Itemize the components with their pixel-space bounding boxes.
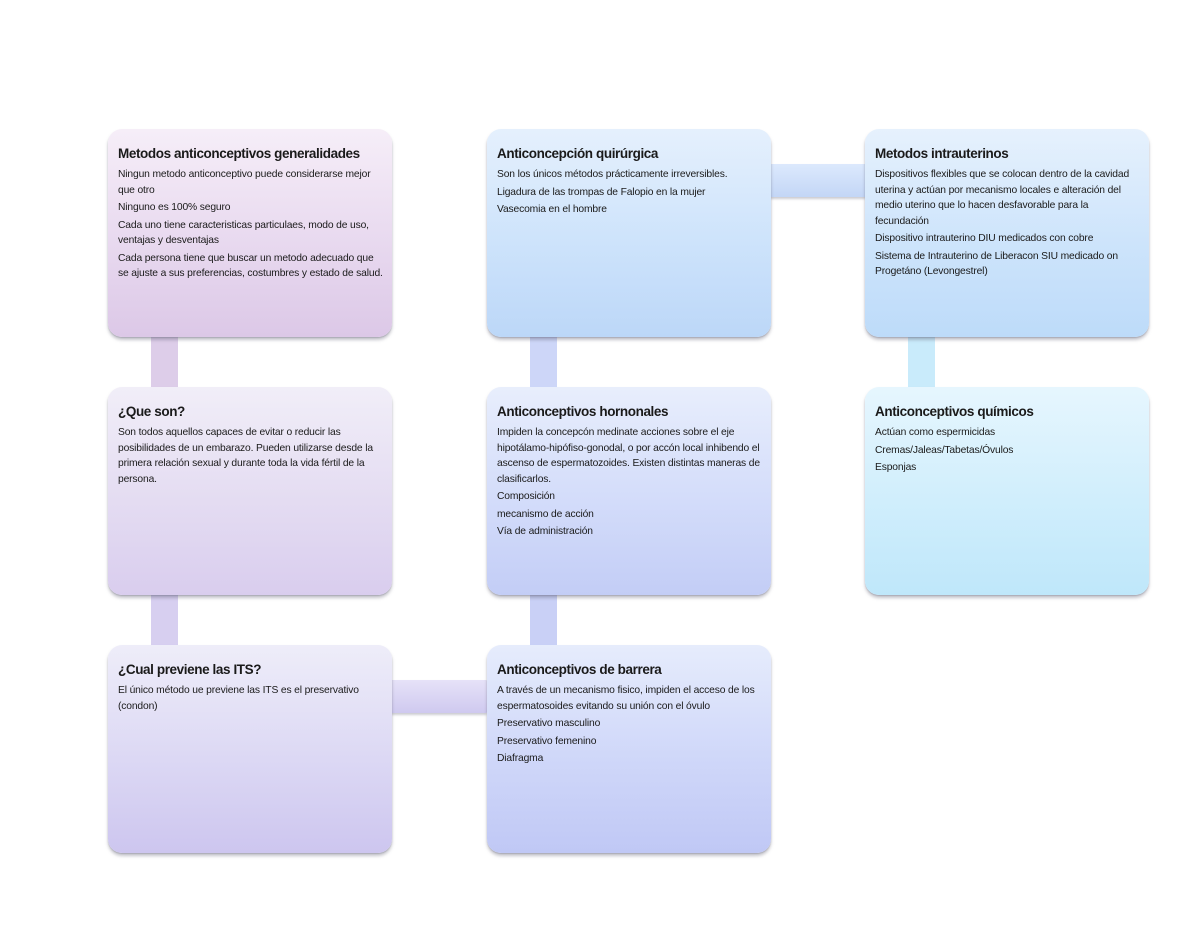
connector-hormonales-barrera bbox=[530, 594, 557, 646]
card-line: Esponjas bbox=[875, 462, 917, 473]
card-title: Metodos anticonceptivos generalidades bbox=[118, 146, 360, 161]
connector-intrauterinos-quimicos bbox=[908, 336, 935, 388]
card-hormonales: Anticonceptivos hornonales Impiden la co… bbox=[487, 387, 771, 595]
card-lines: A través de un mecanismo fisico, impiden… bbox=[497, 683, 762, 767]
card-quimicos: Anticonceptivos químicos Actúan como esp… bbox=[865, 387, 1149, 595]
connector-que-son-cual-previene bbox=[151, 594, 178, 646]
card-line: Sistema de Intrauterino de Liberacon SIU… bbox=[875, 250, 1118, 278]
card-title: Anticoncepción quirúrgica bbox=[497, 146, 659, 161]
card-que-son: ¿Que son? Son todos aquellos capaces de … bbox=[108, 387, 392, 595]
card-line: mecanismo de acción bbox=[497, 508, 594, 520]
card-title: Anticonceptivos químicos bbox=[875, 404, 1034, 419]
card-line: Son los únicos métodos prácticamente irr… bbox=[497, 169, 728, 180]
card-title: Anticonceptivos hornonales bbox=[497, 404, 669, 419]
card-lines: Dispositivos flexibles que se colocan de… bbox=[875, 167, 1140, 280]
card-line: Diafragma bbox=[497, 753, 544, 764]
card-lines: Ningun metodo anticonceptivo puede consi… bbox=[118, 167, 383, 282]
connector-cual-previene-barrera bbox=[391, 680, 487, 713]
card-line: Preservativo masculino bbox=[497, 718, 601, 729]
connector-quirurgica-hormonales bbox=[530, 336, 557, 388]
card-line: Cada uno tiene caracteristicas particula… bbox=[118, 219, 369, 247]
card-title: Anticonceptivos de barrera bbox=[497, 662, 662, 677]
card-quirurgica: Anticoncepción quirúrgica Son los únicos… bbox=[487, 129, 771, 337]
card-line: Dispositivos flexibles que se colocan de… bbox=[875, 169, 1130, 227]
card-title: Metodos intrauterinos bbox=[875, 146, 1009, 161]
card-intrauterinos: Metodos intrauterinos Dispositivos flexi… bbox=[865, 129, 1149, 337]
card-title: ¿Cual previene las ITS? bbox=[118, 662, 262, 677]
card-line: Son todos aquellos capaces de evitar o r… bbox=[118, 427, 373, 485]
card-line: Ligadura de las trompas de Falopio en la… bbox=[497, 186, 706, 198]
card-line: Impiden la concepcón medinate acciones s… bbox=[497, 427, 760, 485]
card-line: Vía de administración bbox=[497, 526, 593, 537]
card-cual-previene: ¿Cual previene las ITS? El único método … bbox=[108, 645, 392, 853]
card-lines: Impiden la concepcón medinate acciones s… bbox=[497, 425, 762, 540]
card-line: Vasecomia en el hombre bbox=[497, 204, 607, 215]
card-line: A través de un mecanismo fisico, impiden… bbox=[497, 685, 755, 712]
connector-generalidades-que-son bbox=[151, 336, 178, 388]
card-line: Composición bbox=[497, 491, 555, 502]
card-lines: Actúan como espermicidas Cremas/Jaleas/T… bbox=[875, 425, 1140, 476]
card-line: Ninguno es 100% seguro bbox=[118, 202, 231, 213]
card-generalidades: Metodos anticonceptivos generalidades Ni… bbox=[108, 129, 392, 337]
card-lines: Son todos aquellos capaces de evitar o r… bbox=[118, 425, 383, 487]
card-line: Actúan como espermicidas bbox=[875, 427, 996, 438]
card-line: Cremas/Jaleas/Tabetas/Óvulos bbox=[875, 444, 1014, 456]
card-line: Cada persona tiene que buscar un metodo … bbox=[118, 252, 383, 280]
card-lines: Son los únicos métodos prácticamente irr… bbox=[497, 167, 762, 218]
card-line: Ningun metodo anticonceptivo puede consi… bbox=[118, 169, 371, 196]
card-line: Preservativo femenino bbox=[497, 735, 597, 747]
connector-quirurgica-intrauterinos bbox=[770, 164, 866, 197]
card-barrera: Anticonceptivos de barrera A través de u… bbox=[487, 645, 771, 853]
card-line: Dispositivo intrauterino DIU medicados c… bbox=[875, 233, 1094, 244]
card-line: El único método ue previene las ITS es e… bbox=[118, 685, 359, 712]
card-title: ¿Que son? bbox=[118, 404, 185, 419]
card-lines: El único método ue previene las ITS es e… bbox=[118, 683, 383, 714]
